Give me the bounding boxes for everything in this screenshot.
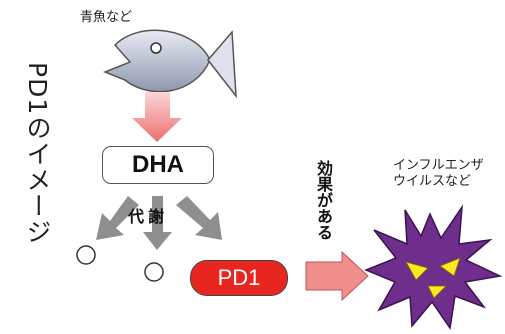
pd1-box: PD1 [190, 260, 288, 296]
pd1-label: PD1 [217, 265, 261, 290]
dha-label: DHA [132, 151, 184, 178]
virus-icon [364, 204, 503, 330]
metabolism-label: 代謝 [128, 207, 169, 226]
pd1-to-virus-arrow [305, 250, 369, 302]
virus-label-line2: ウイルスなど [393, 174, 472, 189]
dha-center-arrow [143, 196, 172, 250]
effect-label: 効果がある [314, 160, 333, 240]
virus-label-line1: インフルエンザ [393, 158, 484, 173]
metabolite-circle-left [76, 245, 96, 265]
diagram-title: PD1のイメージ [23, 62, 52, 246]
dha-right-arrow [176, 196, 222, 240]
dha-left-arrow [96, 196, 139, 240]
metabolite-circle-center [144, 262, 164, 282]
fish-to-dha-arrow [132, 92, 182, 142]
fish-label: 青魚など [80, 10, 133, 25]
dha-box: DHA [102, 146, 214, 184]
fish-icon [102, 29, 237, 99]
virus-label: インフルエンザ ウイルスなど [393, 158, 484, 190]
